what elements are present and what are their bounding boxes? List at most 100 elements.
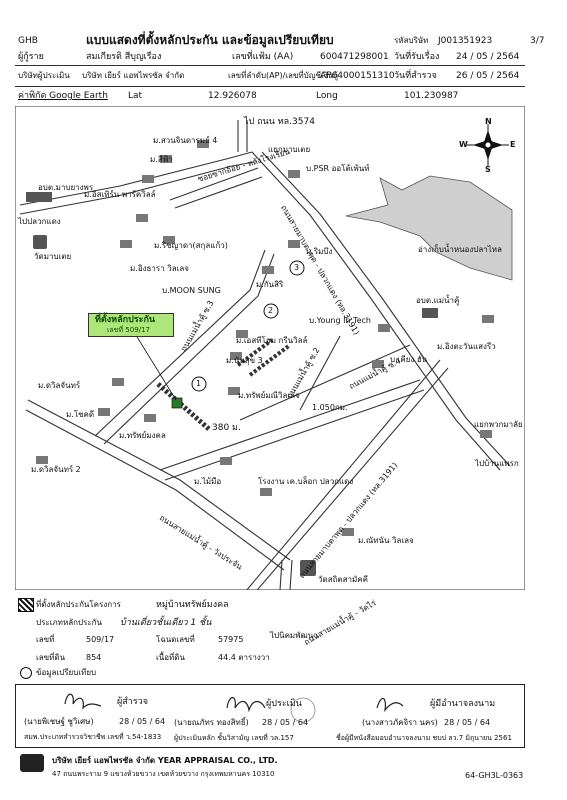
sig3-name: (นางสาวภัคจิรา นคร) [362, 718, 438, 727]
collateral-pointer [133, 331, 177, 401]
label-moonsung: บ.MOON SUNG [162, 286, 221, 295]
legend-land-label: เลขที่ดิน [36, 653, 66, 662]
lat-label: Lat [128, 91, 143, 101]
sig1-date: 28 / 05 / 64 [119, 717, 166, 726]
survey-date-label: วันที่สำรวจ [394, 71, 437, 81]
compass-s: S [485, 165, 491, 174]
borrower-value: สมเกียรติ สีบุญเรือง [86, 52, 162, 62]
legend-deed-value: 57975 [218, 635, 244, 644]
sig1-name: (นายพิเชษฐ์ ชูวิเศษ) [24, 717, 94, 726]
label-young-in-tech: บ.Young In Tech [309, 316, 371, 325]
sig3-role: ผู้มีอำนาจลงนาม [430, 699, 496, 709]
label-wat-sathit: วัดสถิตสามัคคี [318, 575, 368, 584]
label-ing-tawan: ม.อิงตะวันแสงรีว [437, 342, 496, 351]
label-suan-jindarat: ม.สวนจินดารมย์ 4 [153, 136, 218, 145]
collateral-callout: ที่ตั้งหลักประกัน เลขที่ 509/17 [88, 313, 174, 337]
sig2-date: 28 / 05 / 64 [262, 718, 309, 727]
label-to-ban-phraek: ไปบ้านแพรก [475, 459, 519, 468]
label-mor-subsmongkol: ม.ทรัพย์มงคล [119, 431, 166, 440]
label-num-3: 3 [294, 263, 300, 272]
footer-address: 47 ถนนพระราม 9 แขวงห้วยขวาง เขตห้วยขวาง … [52, 770, 275, 778]
label-ingthara: ม.อิงธารา วิลเลจ [130, 264, 189, 273]
label-dist-1: 1.050กม. [312, 403, 348, 412]
signature-scribbles [64, 693, 404, 723]
legend-no-value: 509/17 [86, 635, 115, 644]
page-number: 3/7 [530, 36, 545, 46]
sig1-license: สมพ.ประเภทสำรวจวิชาชีพ เลขที่ ว.54-1833 [24, 733, 162, 741]
label-aor-bor-tor: อบต.มาบยางพร [38, 183, 94, 192]
sig2-license: ผู้ประเมินหลัก ชั้นวิสามัญ เลขที่ วล.157 [174, 734, 294, 742]
receive-date-value: 24 / 05 / 2564 [456, 52, 520, 62]
legend-title: ที่ตั้งหลักประกันโครงการ [36, 600, 121, 609]
label-to-nikhom: ไปนิคมพัฒนา [270, 631, 318, 640]
appraiser-label: บริษัทผู้ประเมิน [18, 71, 70, 80]
label-psr-auto: บ.PSR ออโต้เพ้นท์ [306, 164, 370, 173]
label-dist-380: 380 ม. [212, 423, 241, 433]
file-no-value: 600471298001 [320, 52, 389, 62]
ap-no-value: AP64000151310 [320, 71, 395, 81]
sig3-license: ชื่อผู้มีหนังสือมอบอำนาจลงนาม ชบป ลว.7 ม… [336, 734, 512, 742]
label-mor-chokdee: ม.โชคดี [66, 410, 95, 419]
collateral-number: เลขที่ 509/17 [107, 326, 150, 334]
legend-area-label: เนื้อที่ดิน [156, 653, 185, 662]
appraiser-value: บริษัท เยียร์ แอพไพรซัล จำกัด [82, 71, 185, 80]
footer-form-code: 64-GH3L-0363 [465, 771, 524, 780]
job-code-value: J001351923 [438, 36, 493, 46]
legend-deed-label: โฉนดเลขที่ [156, 635, 195, 644]
label-mor-maimue: ม.ไม้มือ [194, 477, 222, 486]
lat-value: 12.926078 [208, 91, 257, 101]
label-mor-non-suk: ม.นันสุข 3 [226, 356, 263, 365]
company-logo [20, 754, 44, 772]
legend-no-label: เลขที่ [36, 635, 55, 644]
signature-block [15, 684, 525, 748]
label-mor-patchan2: ม.ดวิลจันทร์ 2 [31, 465, 81, 474]
borrower-label: ผู้กู้ราย [18, 52, 44, 62]
label-aor-bor-tor-maenam: อบต.แม่น้ำคู้ [416, 296, 460, 305]
footer-company: บริษัท เยียร์ แอพไพรซัล จำกัด YEAR APPRA… [52, 756, 278, 765]
legend-hatch-icon [18, 598, 34, 612]
label-wat-mabtoei: วัดมาบเตย [34, 252, 72, 261]
label-kanasiri: ม.กันสิริ [256, 280, 284, 289]
legend-type-label: ประเภทหลักประกัน [36, 618, 102, 627]
compass-n: N [485, 117, 492, 126]
collateral-title: ที่ตั้งหลักประกัน [95, 315, 156, 325]
location-map [15, 106, 525, 590]
long-value: 101.230987 [404, 91, 459, 101]
compass-icon [467, 124, 509, 166]
label-num-2: 2 [268, 306, 274, 315]
label-richyata: ม.ริชญาดา(สกุลแก้ว) [154, 241, 228, 250]
long-label: Long [316, 91, 338, 101]
label-mor-est-home: ม.เอสทีโฮม กรีนวิลล์ [236, 336, 308, 345]
legend-project: หมู่บ้านทรัพย์มงคล [156, 600, 229, 610]
label-mor-kiang: บ.เคียง ฮั่น [390, 355, 428, 364]
label-to-pluakdaeng: ไปปลวกแดง [18, 217, 61, 226]
collateral-lots [156, 338, 292, 432]
label-mor-nanon: ม.ณัทนัน วิลเลจ [358, 536, 414, 545]
page-title: แบบแสดงที่ตั้งหลักประกัน และข้อมูลเปรียบ… [86, 33, 334, 47]
label-road-3574: ไป ถนน ทล.3574 [244, 117, 315, 127]
sig2-role: ผู้ประเมิน [266, 699, 302, 709]
label-reservoir: อ่างเก็บน้ำหนองปลาไหล [418, 245, 502, 254]
compass-e: E [510, 140, 516, 149]
label-rim-bueng: ม.ริมบึง [306, 247, 333, 256]
label-mor-patchan: ม.ดวิลจันทร์ [38, 381, 81, 390]
coords-label: ค่าพิกัด Google Earth [18, 91, 108, 101]
legend-land-value: 854 [86, 653, 102, 662]
compare-icon [20, 667, 32, 679]
survey-date-value: 26 / 05 / 2564 [456, 71, 520, 81]
label-factory: โรงงาน เค.บล็อก ปลวกแดง [258, 477, 354, 486]
label-sifah: ม.สีฟ้า [150, 155, 173, 164]
label-mor-subsmunee: ม.ทรัพย์มณีวิลเลจ [238, 391, 300, 400]
legend-type-value: บ้านเดี่ยวชั้นเดียว 1 ชั้น [120, 618, 212, 628]
reservoir-shape [345, 175, 513, 281]
label-junction-mabtabut: แยกมาบเตย [268, 145, 311, 154]
legend-area-value: 44.4 ตารางวา [218, 653, 270, 662]
sig2-name: (นายณภัทร ทองสิทธิ์) [174, 718, 249, 727]
collateral-marker [171, 397, 183, 409]
job-code-label: รหัสบริษัท [394, 36, 429, 45]
legend-compare-label: ข้อมูลเปรียบเทียบ [36, 668, 97, 677]
sig3-date: 28 / 05 / 64 [444, 718, 491, 727]
label-num-1: 1 [196, 379, 202, 388]
sig1-role: ผู้สำรวจ [117, 697, 148, 707]
label-road-bottom: ถนนสายแม่น้ำคู้ - วัดไร่ [302, 598, 378, 647]
